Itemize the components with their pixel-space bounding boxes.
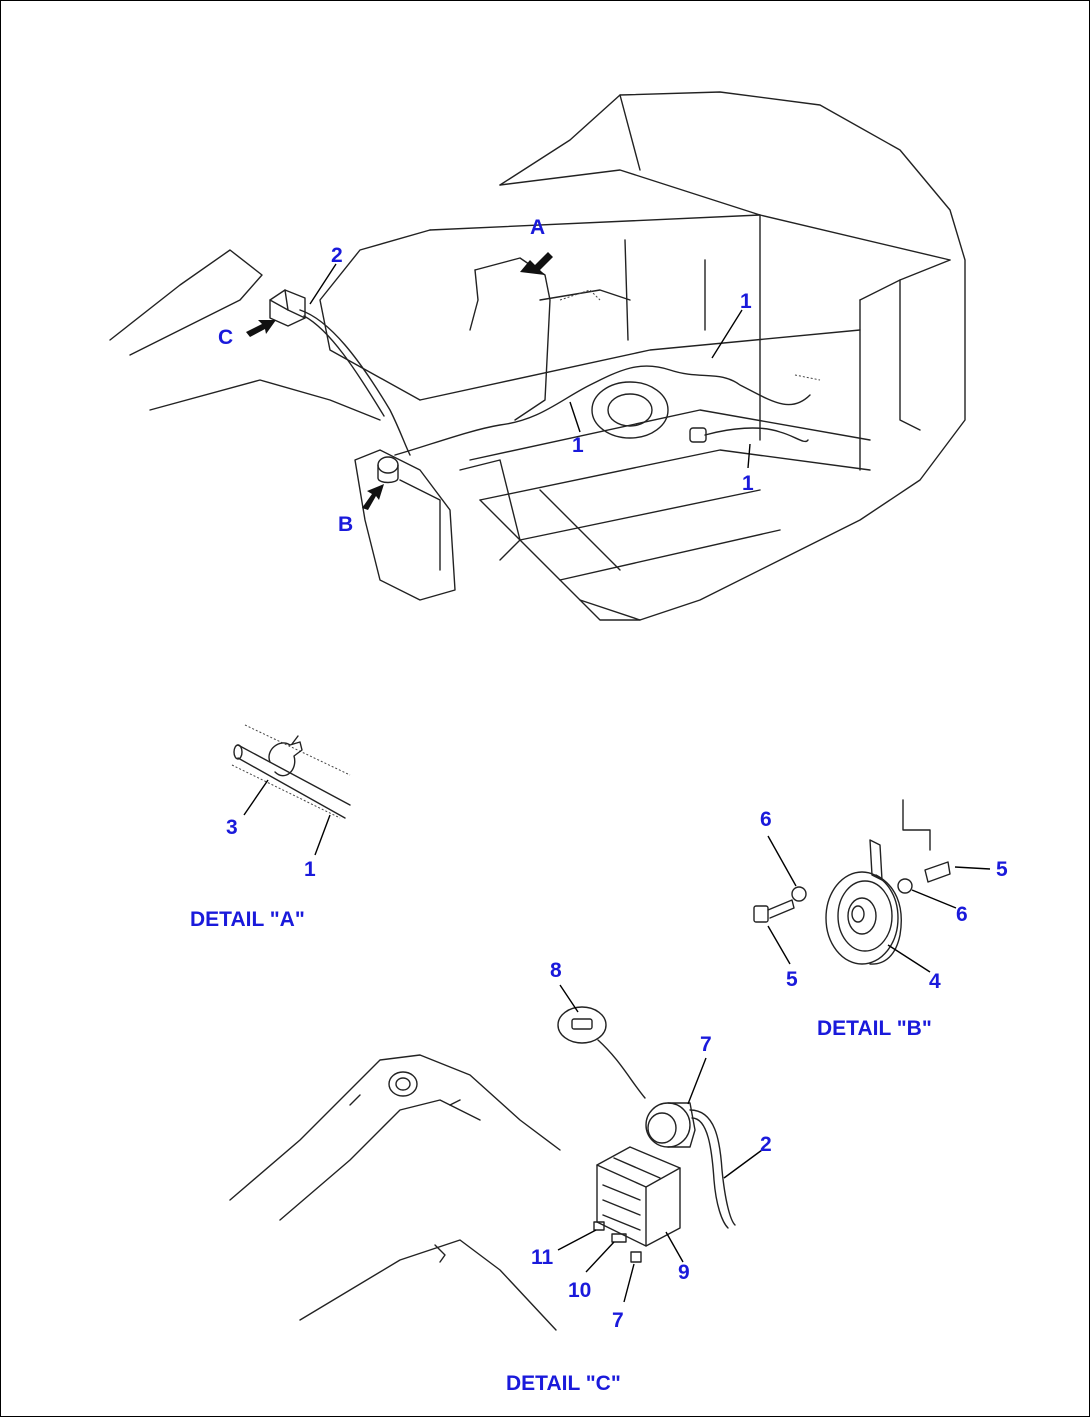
callout-harness-1-top: 1 bbox=[740, 290, 752, 313]
callout-b: B bbox=[338, 513, 353, 536]
detail-a-callout-3: 3 bbox=[226, 816, 238, 839]
callout-wire-2: 2 bbox=[331, 244, 343, 267]
detail-b-callout-4: 4 bbox=[929, 970, 941, 993]
detail-b-drawing bbox=[753, 799, 991, 973]
detail-c-callout-9: 9 bbox=[678, 1261, 690, 1284]
detail-c-callout-2: 2 bbox=[760, 1133, 772, 1156]
detail-b-callout-6-right: 6 bbox=[956, 903, 968, 926]
detail-a-drawing bbox=[231, 724, 351, 856]
detail-c-callout-8: 8 bbox=[550, 959, 562, 982]
view-arrow-b bbox=[362, 484, 384, 510]
callout-harness-1-center: 1 bbox=[572, 434, 584, 457]
view-arrow-a bbox=[520, 252, 553, 275]
detail-b-callout-5-right: 5 bbox=[996, 858, 1008, 881]
detail-c-drawing bbox=[229, 984, 763, 1331]
detail-c-callout-7-bottom: 7 bbox=[612, 1309, 624, 1332]
detail-c-callout-11: 11 bbox=[531, 1246, 554, 1269]
view-arrow-c bbox=[246, 320, 276, 337]
callout-c: C bbox=[218, 326, 233, 349]
callout-harness-1-right: 1 bbox=[742, 472, 754, 495]
detail-b-callout-6-left: 6 bbox=[760, 808, 772, 831]
detail-a-callout-1: 1 bbox=[304, 858, 316, 881]
detail-c-callout-10: 10 bbox=[568, 1279, 591, 1302]
machine-overview-drawing bbox=[109, 91, 966, 621]
detail-b-caption: DETAIL "B" bbox=[817, 1017, 932, 1040]
callout-a: A bbox=[530, 216, 545, 239]
detail-c-callout-7-top: 7 bbox=[700, 1033, 712, 1056]
detail-c-caption: DETAIL "C" bbox=[506, 1372, 621, 1395]
detail-b-callout-5-left: 5 bbox=[786, 968, 798, 991]
main-leader-lines bbox=[309, 263, 751, 469]
detail-a-caption: DETAIL "A" bbox=[190, 908, 305, 931]
